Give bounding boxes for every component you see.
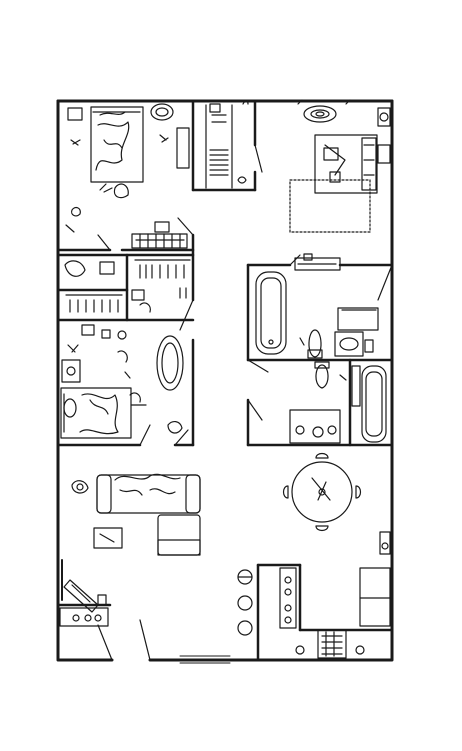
chair-icon (315, 525, 329, 532)
upper-bathroom (255, 253, 379, 359)
toilet-icon (315, 364, 329, 389)
rug-icon (303, 105, 337, 123)
dresser-icon (176, 127, 190, 169)
bar-stool-icon (237, 620, 253, 636)
sofa-icon (157, 514, 201, 556)
lamp-icon (377, 107, 391, 127)
bed-icon (90, 106, 144, 183)
rug-icon (337, 307, 379, 331)
fridge-icon (359, 567, 391, 627)
toilet-icon (308, 329, 322, 358)
windows (179, 429, 393, 664)
piano-icon (131, 233, 188, 249)
sink-icon (289, 409, 341, 444)
rug-icon (150, 103, 174, 121)
dining-area (282, 452, 391, 555)
chair-icon (315, 452, 329, 459)
bed-icon (60, 387, 132, 439)
stove-icon (279, 567, 297, 629)
chair-icon (355, 485, 362, 499)
master-bedroom (289, 99, 391, 233)
outer-walls (56, 99, 394, 662)
plant-icon (71, 480, 89, 494)
bathtub-icon (255, 271, 287, 355)
nightstand-icon (61, 359, 81, 383)
door-swings (97, 144, 393, 661)
lower-bathroom (289, 361, 387, 444)
bedroom-middle-left (60, 324, 184, 439)
sink-icon (317, 629, 347, 659)
walk-in-closet (205, 100, 249, 189)
rug-icon (156, 335, 184, 391)
coffee-table-icon (93, 527, 123, 549)
bed-icon (314, 134, 378, 194)
dining-table-icon (291, 461, 353, 523)
sink-icon (334, 331, 364, 357)
bar-stool-icon (237, 595, 253, 611)
living-room (61, 473, 201, 601)
entry-desk (59, 579, 109, 627)
desk-icon (59, 607, 109, 627)
chair-icon (282, 485, 289, 499)
interior-walls (56, 99, 394, 662)
piano-icon (63, 579, 99, 613)
chair-icon (167, 421, 183, 434)
bedroom-top-left (65, 103, 190, 233)
sofa-icon (96, 474, 201, 514)
nightstand-icon (67, 107, 83, 121)
kitchen (237, 567, 391, 659)
bathtub-icon (361, 365, 387, 443)
laundry-closet (64, 221, 191, 313)
rug-icon (289, 179, 371, 233)
